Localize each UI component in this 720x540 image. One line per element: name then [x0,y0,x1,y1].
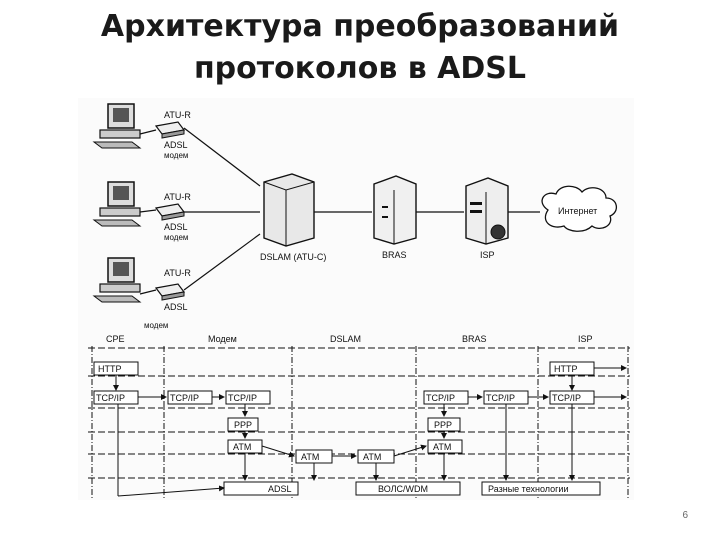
stack-box [355,481,461,496]
modem-label-1b: модем [164,151,188,160]
dslam-atm-1: ATM [301,452,319,462]
stack-header-modem: Модем [208,334,237,344]
atu-label-1: ATU-R [164,110,191,120]
adsl-modem-icon [154,121,186,139]
cpe-tcpip: TCP/IP [96,393,125,403]
modem-label-3b: модем [144,321,168,330]
bras-ppp: PPP [434,420,452,430]
modem-tcpip-1: TCP/IP [170,393,199,403]
stack-header-bras: BRAS [462,334,487,344]
slide-title: Архитектура преобразований протоколов в … [0,6,720,90]
column-dividers [91,346,629,498]
atu-label-2: ATU-R [164,192,191,202]
atu-label-3: ATU-R [164,268,191,278]
terminal-3: ATU-R ADSL модем [92,233,261,330]
stack-header-isp: ISP [578,334,593,344]
computer-icon [92,181,142,227]
computer-icon [92,257,142,303]
adsl-architecture-figure: ATU-R ADSL модем ATU-R ADSL модем [78,98,634,500]
phys-adsl: ADSL [268,484,292,494]
modem-label-1a: ADSL [164,140,188,150]
bras-tcpip-1: TCP/IP [426,393,455,403]
modem-label-2b: модем [164,233,188,242]
adsl-modem-icon [154,283,186,301]
terminal-1: ATU-R ADSL модем [92,103,261,187]
internet-label: Интернет [558,206,597,216]
bras-node: BRAS [373,175,417,260]
globe-icon [490,224,506,240]
diagram-svg: ATU-R ADSL модем ATU-R ADSL модем [78,98,634,500]
stack-header-cpe: CPE [106,334,125,344]
modem-ppp: PPP [234,420,252,430]
dslam-label: DSLAM (ATU-C) [260,252,326,262]
computer-icon [92,103,142,149]
row-dividers [88,347,630,479]
phys-vols: ВОЛС/WDM [378,484,428,494]
cpe-http: HTTP [98,364,122,374]
isp-label: ISP [480,250,495,260]
title-line-2: протоколов в ADSL [193,51,527,86]
isp-http: HTTP [554,364,578,374]
page-number: 6 [682,510,688,521]
dslam-atm-2: ATM [363,452,381,462]
phys-other: Разные технологии [488,484,568,494]
title-line-1: Архитектура преобразований [100,9,620,44]
stack-box [481,481,601,496]
stack-box [427,439,463,454]
stack-box [227,417,259,432]
modem-label-3a: ADSL [164,302,188,312]
modem-tcpip-2: TCP/IP [228,393,257,403]
dslam-node: DSLAM (ATU-C) [260,173,326,262]
bras-tcpip-2: TCP/IP [486,393,515,403]
terminal-2: ATU-R ADSL модем [92,181,260,242]
modem-atm: ATM [233,442,251,452]
protocol-stack: CPE Модем DSLAM BRAS ISP HTTP TCP/IP [88,334,630,498]
bras-atm: ATM [433,442,451,452]
modem-label-2a: ADSL [164,222,188,232]
bras-label: BRAS [382,250,407,260]
stack-box [225,390,271,405]
internet-cloud: Интернет [541,185,617,232]
stack-arrows [113,365,627,497]
stack-header-dslam: DSLAM [330,334,361,344]
isp-tcpip: TCP/IP [552,393,581,403]
isp-server-node: ISP [465,177,509,260]
